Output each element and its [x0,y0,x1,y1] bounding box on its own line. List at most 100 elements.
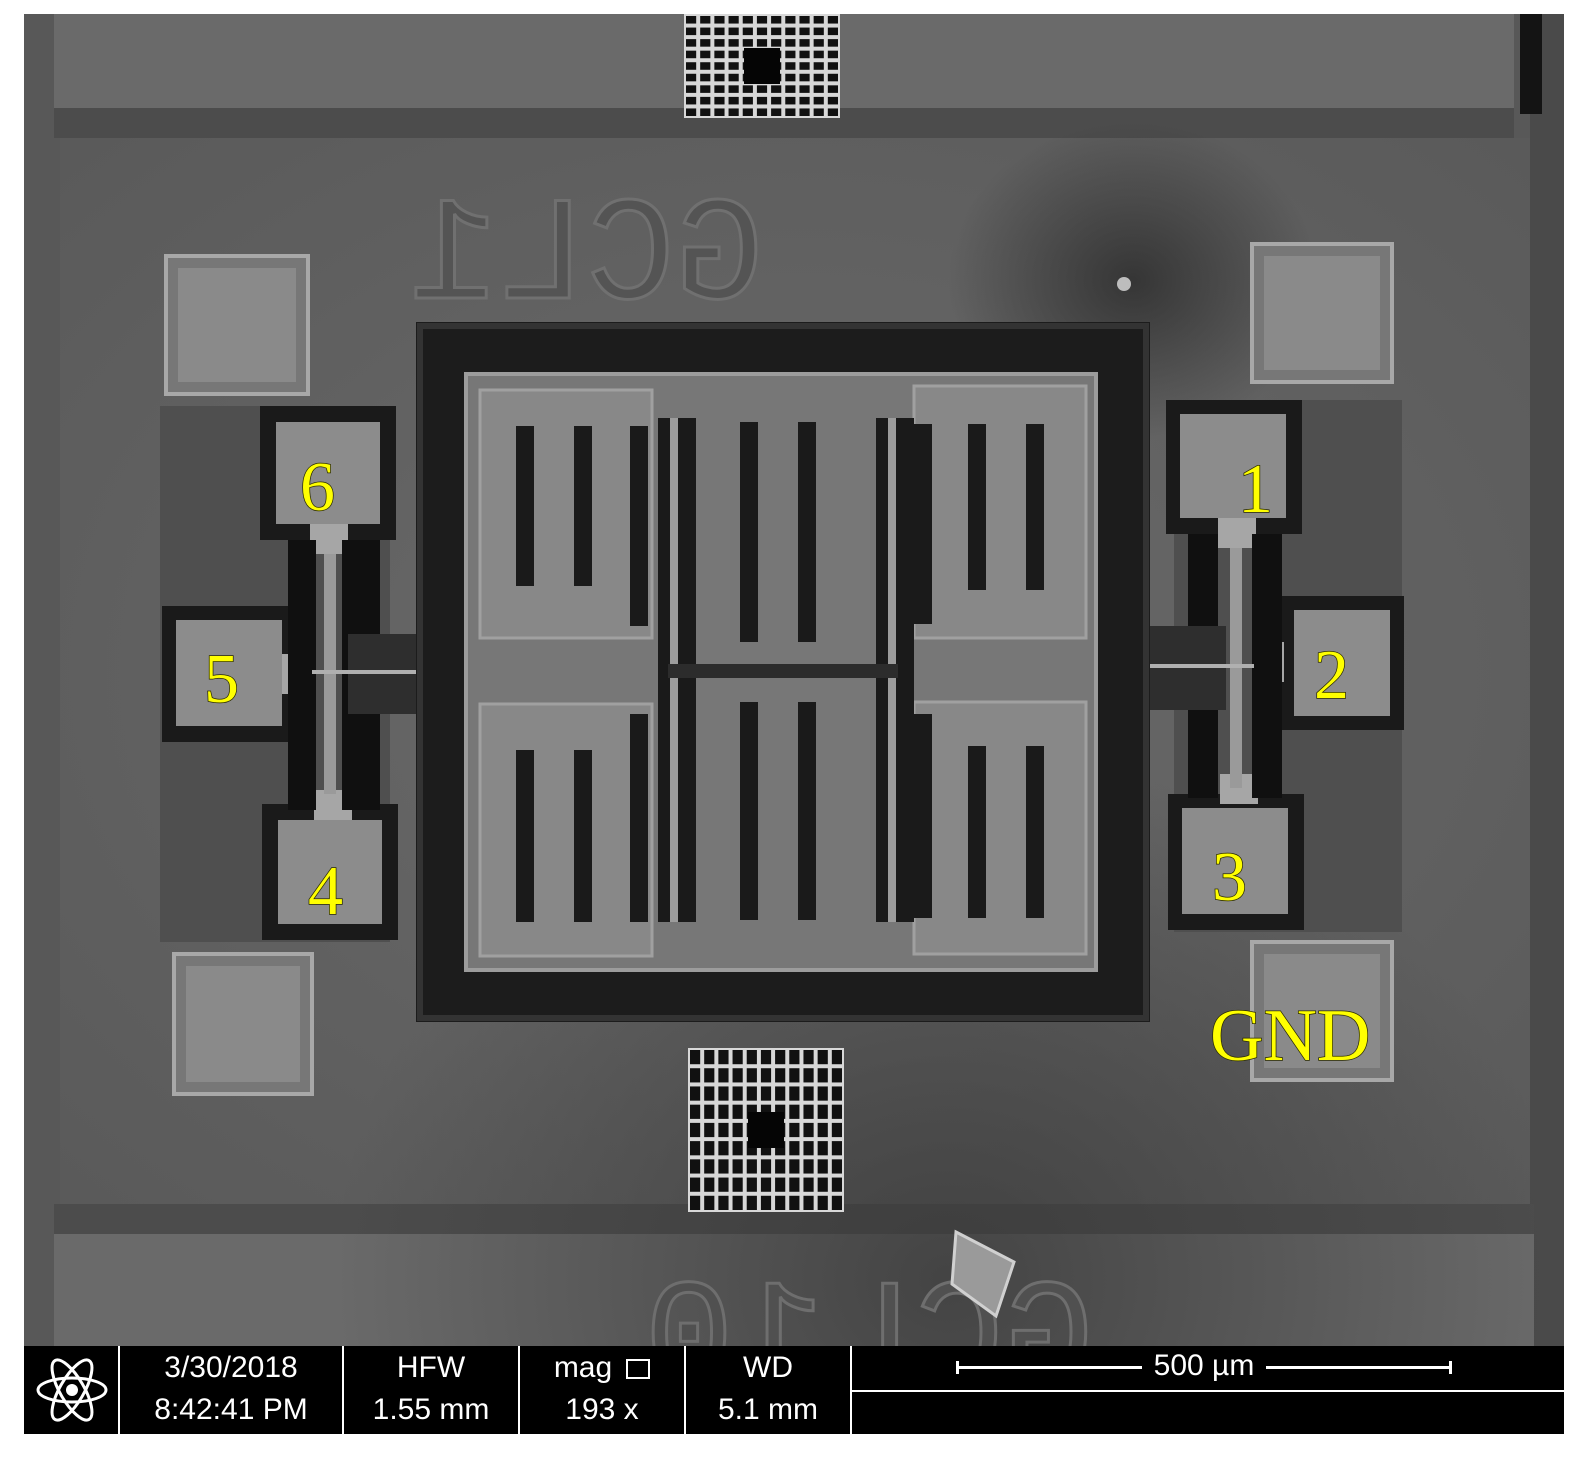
label-pad-5: 5 [204,641,239,718]
slot [630,714,648,922]
grid-hole [813,27,824,36]
slot [516,750,534,922]
grid-hole [803,1086,814,1101]
grid-hole [686,39,697,47]
grid-hole [817,1050,828,1065]
grid-hole [789,1086,800,1101]
grid-hole [785,85,796,93]
databar-divider [852,1390,1564,1392]
grid-hole [732,1104,743,1119]
grid-hole [686,85,697,93]
sem-image-frame: GCL1 GCL10 [24,14,1564,1434]
grid-hole [690,1068,701,1083]
grid-hole [803,1050,814,1065]
grid-hole [827,96,838,105]
grid-hole [771,85,782,93]
grid-hole [827,39,838,47]
grid-hole [799,108,810,116]
grid-center [744,48,780,84]
grid-hole [742,96,753,105]
grid-hole [704,1122,715,1138]
grid-hole [700,108,711,116]
label-pad-6: 6 [300,449,335,526]
grid-hole [686,108,697,116]
grid-hole [813,62,824,70]
grid-hole [799,73,810,82]
grid-hole [742,108,753,116]
grid-hole [714,108,725,116]
grid-hole [789,1068,800,1083]
grid-hole [690,1050,701,1065]
atom-icon [36,1358,108,1422]
grid-hole [728,39,739,47]
grid-hole [714,50,725,59]
grid-hole [718,1159,729,1174]
slot [740,702,758,920]
grid-hole [690,1086,701,1101]
grid-hole [799,16,810,24]
grid-hole [771,108,782,116]
dust-particle [1117,277,1131,291]
corner-pad-bottom-left [172,952,314,1096]
electrode-pad-4 [262,790,398,940]
grid-hole [732,1068,743,1083]
grid-hole [746,1104,757,1119]
grid-hole [686,50,697,59]
grid-hole [732,1050,743,1065]
grid-hole [831,1159,842,1174]
grid-hole [817,1122,828,1138]
grid-hole [760,1068,772,1083]
debris-particle [950,1229,1016,1319]
electrode-pad-6 [260,406,396,554]
grid-hole [789,1050,800,1065]
grid-hole [686,73,697,82]
grid-hole [714,16,725,24]
comb-slots [516,422,1044,922]
grid-hole [732,1086,743,1101]
engraved-text-top: GCL1 [407,175,765,345]
grid-hole [700,39,711,47]
slot [574,750,592,922]
grid-hole [756,16,768,24]
grid-hole [700,73,711,82]
grid-hole [760,1086,772,1101]
hfw-value: 1.55 mm [372,1393,490,1426]
grid-hole [785,39,796,47]
grid-hole [771,39,782,47]
grid-hole [700,27,711,36]
right-trench-2 [1252,534,1282,798]
grid-hole [813,39,824,47]
grid-hole [799,62,810,70]
grid-hole [817,1068,828,1083]
scale-bar: 500 µm [956,1349,1452,1382]
slot [798,422,816,642]
grid-hole [718,1068,729,1083]
grid-hole [813,96,824,105]
grid-hole [718,1050,729,1065]
slot [1026,424,1044,590]
grid-hole [718,1195,729,1210]
grid-hole [831,1104,842,1119]
hfw-cell: HFW 1.55 mm [344,1346,520,1434]
slot [1026,746,1044,918]
grid-hole [704,1195,715,1210]
grid-hole [803,1068,814,1083]
electrode-pad-2 [1254,596,1404,730]
grid-hole [803,1177,814,1192]
grid-hole [718,1104,729,1119]
quadrant-bottom-left [478,702,654,958]
grid-hole [686,62,697,70]
grid-hole [813,73,824,82]
datetime-cell: 3/30/2018 8:42:41 PM [120,1346,344,1434]
grid-center [748,1112,784,1148]
grid-hole [803,1122,814,1138]
grid-hole [817,1177,828,1192]
grid-hole [771,96,782,105]
grid-hole [799,85,810,93]
grid-hole [686,27,697,36]
grid-hole [704,1141,715,1156]
grid-hole [785,96,796,105]
grid-hole [714,39,725,47]
grid-hole [700,16,711,24]
grid-hole [775,1050,786,1065]
